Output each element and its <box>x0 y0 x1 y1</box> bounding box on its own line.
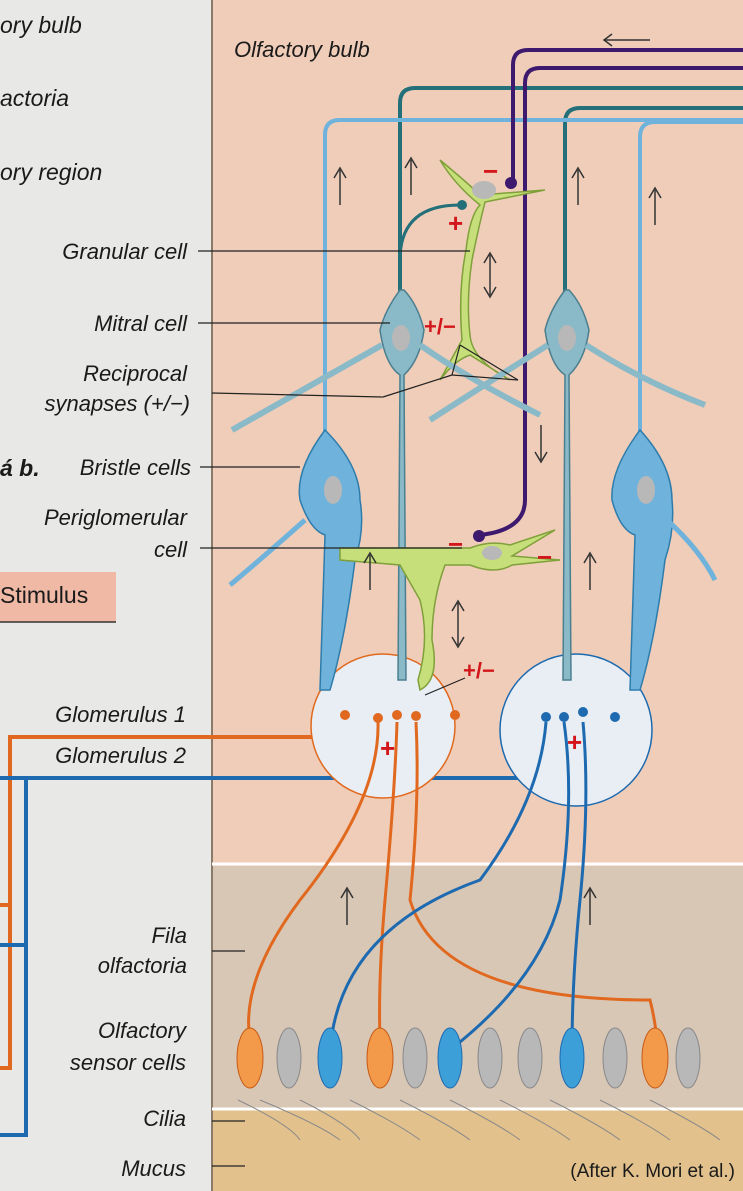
sensor-cell-blue <box>560 1028 584 1088</box>
sensor-cell-gray <box>603 1028 627 1088</box>
bristle-left-nucleus <box>324 476 342 504</box>
periglomerular-nucleus <box>482 546 502 560</box>
terminal <box>373 713 383 723</box>
terminal <box>578 707 588 717</box>
label-glomerulus-1: Glomerulus 1 <box>55 702 186 727</box>
sensor-cell-gray <box>518 1028 542 1088</box>
label-sensor-1: Olfactory <box>98 1018 188 1043</box>
label-glomerulus-2: Glomerulus 2 <box>55 743 186 768</box>
label-mucus: Mucus <box>121 1156 186 1181</box>
sign-plus-granular: + <box>448 208 463 238</box>
panel-title: Olfactory bulb <box>234 37 370 62</box>
terminal <box>450 710 460 720</box>
label-fila-2: olfactoria <box>98 953 187 978</box>
sensor-cell-gray <box>478 1028 502 1088</box>
sensor-cell-orange <box>367 1028 393 1088</box>
sensor-cell-blue <box>318 1028 342 1088</box>
sensor-cell-gray <box>676 1028 700 1088</box>
purple-terminal-2 <box>473 530 485 542</box>
sensor-cell-gray <box>403 1028 427 1088</box>
sensor-cell-blue <box>438 1028 462 1088</box>
mitral-right-nucleus <box>558 325 576 351</box>
sign-plus-glomerulus-1: + <box>380 733 395 763</box>
label-sensor-2: sensor cells <box>70 1050 186 1075</box>
label-fila-1: Fila <box>152 923 187 948</box>
terminal <box>610 712 620 722</box>
sign-plusminus-glomerulus: +/− <box>463 658 495 683</box>
figure-reference: á b. <box>0 455 40 481</box>
sensor-cell-gray <box>277 1028 301 1088</box>
sign-plusminus-reciprocal: +/− <box>424 314 456 339</box>
sign-minus-periglomerular-right: − <box>537 542 552 572</box>
label-granular-cell: Granular cell <box>62 239 188 264</box>
sign-minus-granular: − <box>483 156 498 186</box>
credit: (After K. Mori et al.) <box>570 1161 735 1182</box>
label-mitral-cell: Mitral cell <box>94 311 188 336</box>
sign-minus-periglomerular-left: − <box>448 529 463 559</box>
terminal <box>541 712 551 722</box>
terminal <box>392 710 402 720</box>
label-bristle-cells: Bristle cells <box>80 455 191 480</box>
cell-labels: Granular cell Mitral cell Reciprocal syn… <box>44 239 191 1181</box>
sensor-cell-orange <box>237 1028 263 1088</box>
label-reciprocal-1: Reciprocal <box>83 361 188 386</box>
left-fragment-fila: actoria <box>0 85 69 111</box>
terminal <box>411 711 421 721</box>
label-reciprocal-2: synapses (+/−) <box>44 391 190 416</box>
label-periglomerular-1: Periglomerular <box>44 505 189 530</box>
left-fragment-region: ory region <box>0 159 102 185</box>
terminal <box>559 712 569 722</box>
stimulus-label: Stimulus <box>0 582 88 608</box>
left-fragment-bulb: ory bulb <box>0 12 82 38</box>
mitral-left-nucleus <box>392 325 410 351</box>
sensor-cell-orange <box>642 1028 668 1088</box>
label-periglomerular-2: cell <box>154 537 188 562</box>
label-cilia: Cilia <box>143 1106 186 1131</box>
purple-terminal-1 <box>505 177 517 189</box>
sign-plus-glomerulus-2: + <box>567 727 582 757</box>
terminal <box>340 710 350 720</box>
bristle-right-nucleus <box>637 476 655 504</box>
